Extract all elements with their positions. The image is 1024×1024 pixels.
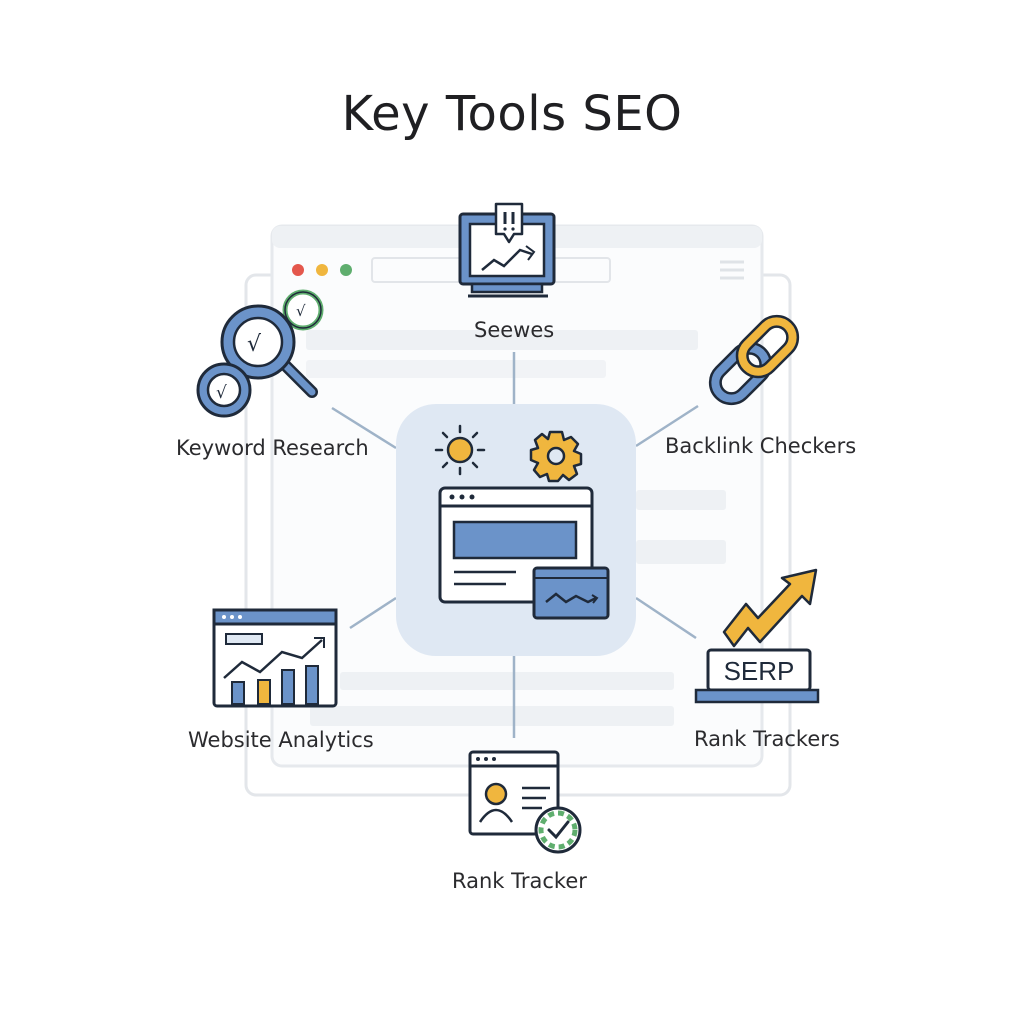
svg-text:√: √: [247, 332, 262, 357]
chart-card-icon: [532, 566, 610, 620]
label-rank-tracker: Rank Tracker: [452, 869, 587, 893]
label-keyword-research: Keyword Research: [176, 436, 369, 460]
monitor-alert-chart-icon: [458, 202, 556, 298]
connector-analytics: [349, 596, 397, 630]
connector-keyword: [331, 406, 397, 450]
serp-badge: SERP: [724, 656, 795, 686]
gear-icon: [529, 430, 583, 483]
window-minimize-dot: [316, 264, 328, 276]
profile-check-icon: [468, 750, 582, 854]
chain-link-icon: [708, 314, 800, 406]
magnifier-check-icon: √ √ √: [196, 289, 324, 418]
label-rank-trackers: Rank Trackers: [694, 727, 840, 751]
svg-text:√: √: [216, 383, 227, 403]
analytics-chart-icon: [212, 608, 338, 708]
serp-trend-icon: SERP: [694, 568, 820, 704]
label-website-analytics: Website Analytics: [188, 728, 374, 752]
label-top-tool: Seewes: [474, 318, 555, 342]
center-hub-icon: [396, 404, 636, 656]
window-close-dot: [292, 264, 304, 276]
label-backlink-checkers: Backlink Checkers: [665, 434, 857, 458]
connector-backlink: [635, 404, 699, 448]
window-maximize-dot: [340, 264, 352, 276]
connector-rank-trackers: [635, 596, 697, 640]
sun-icon: [434, 424, 486, 476]
diagram-title: Key Tools SEO: [341, 86, 683, 142]
svg-text:√: √: [296, 302, 306, 320]
